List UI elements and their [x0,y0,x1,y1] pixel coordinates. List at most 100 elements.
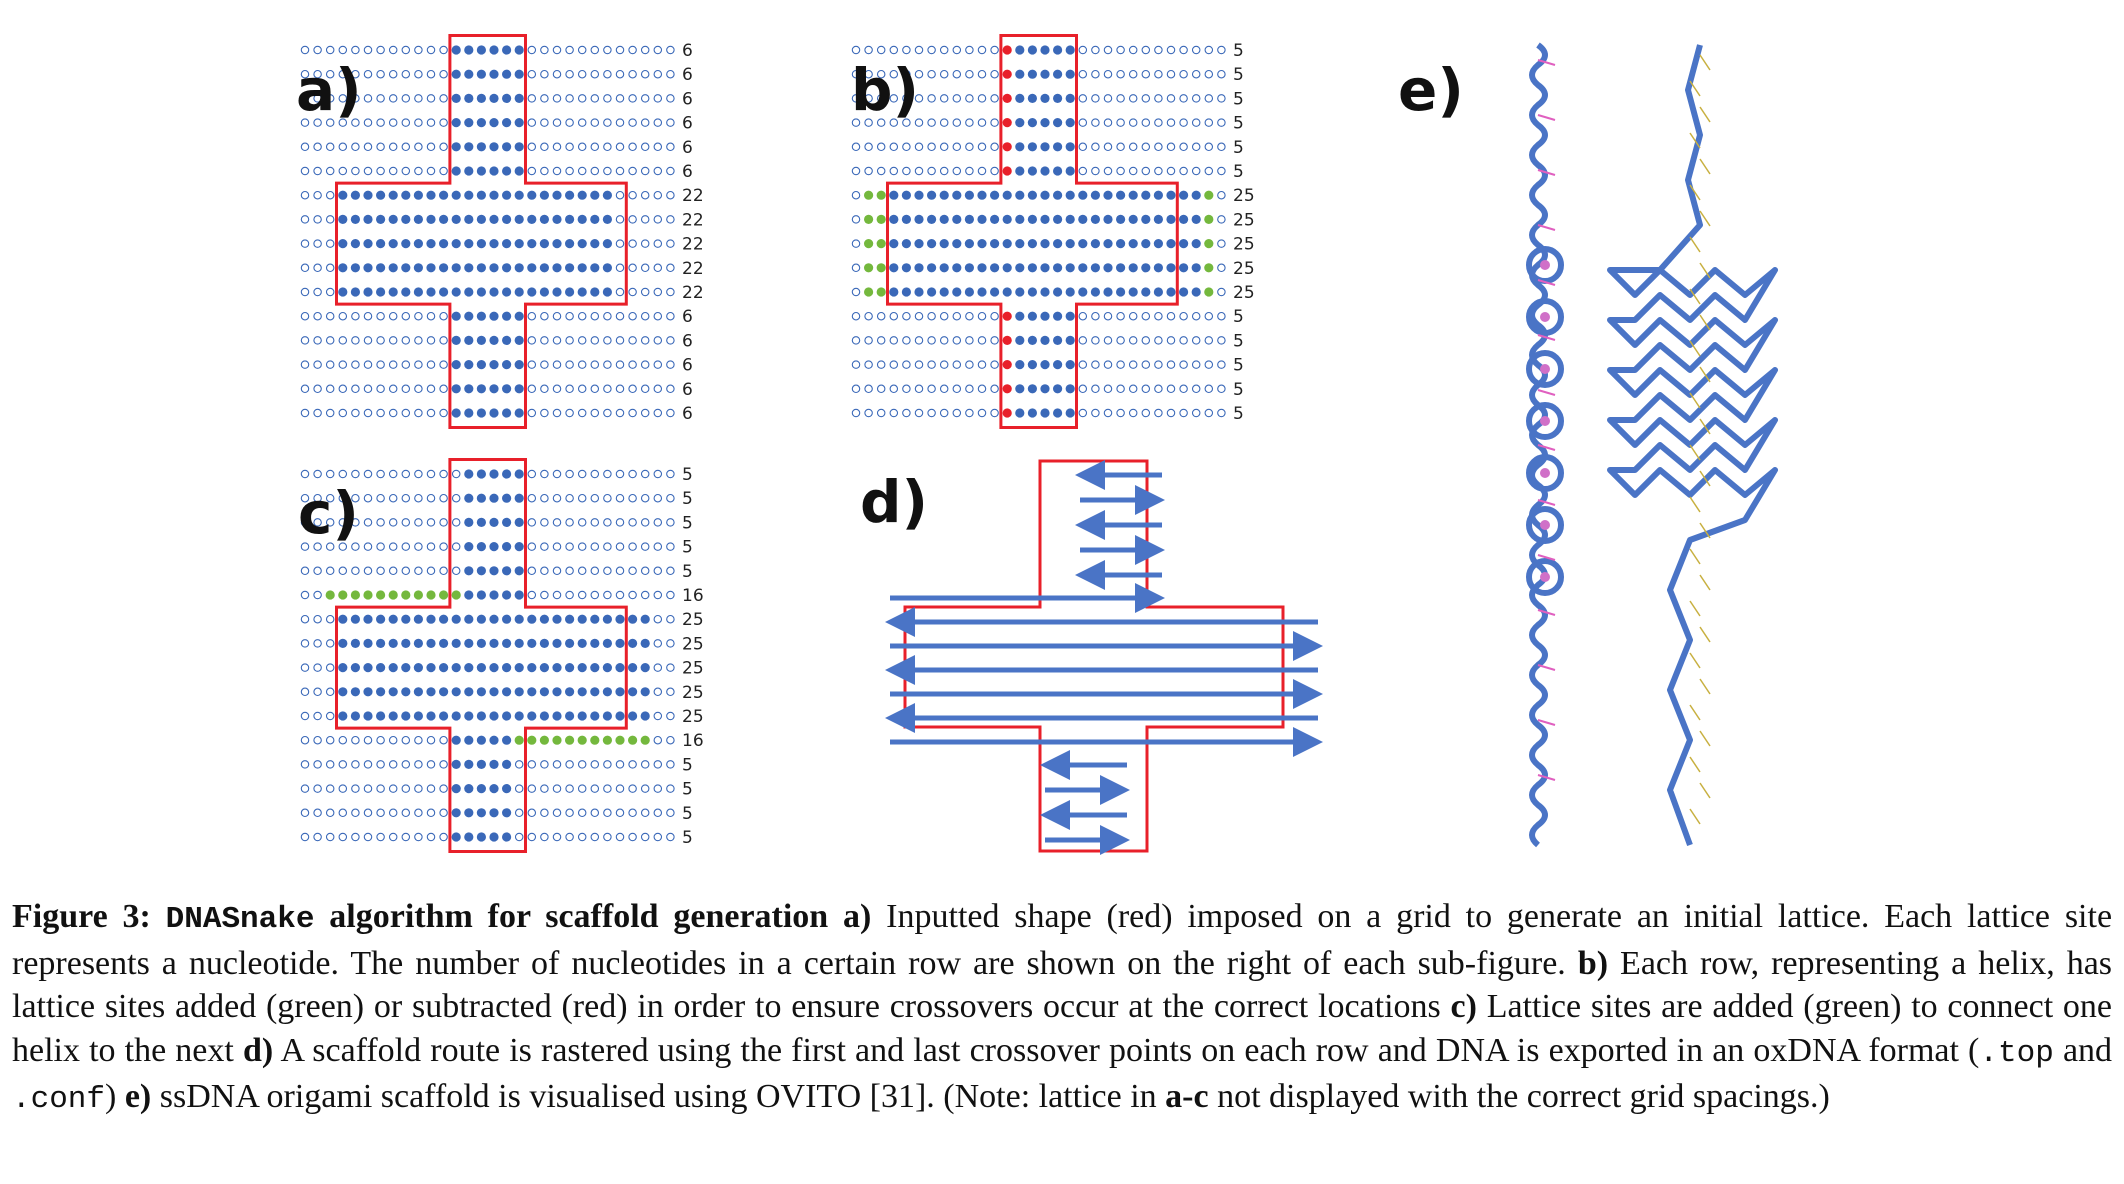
lattice-site-empty [1128,311,1138,321]
row-count: 5 [682,465,693,485]
lattice-site-empty [1078,45,1088,55]
lattice-site-filled [363,190,373,200]
lattice-site-added [876,263,886,273]
lattice-site-filled [464,69,474,79]
lattice-site-empty [1091,118,1100,127]
lattice-site-empty [1116,336,1125,345]
lattice-site-empty [540,142,549,152]
row-count: 6 [682,380,693,400]
lattice-site-empty [388,735,398,745]
lattice-site-empty [666,590,675,600]
lattice-site-empty [666,614,675,624]
lattice-site-filled [401,711,411,721]
lattice-site-filled [476,45,486,55]
lattice-site-added [376,590,386,600]
lattice-site-filled [889,190,899,200]
lattice-site-empty [653,760,663,769]
lattice-site-empty [628,808,637,818]
lattice-site-filled [363,263,373,273]
lattice-site-empty [325,542,335,551]
caption-end-text: not displayed with the correct grid spac… [1217,1078,1830,1115]
lattice-site-filled [514,93,524,103]
row-count: 5 [682,780,693,800]
lattice-site-empty [313,639,322,648]
lattice-site-empty [889,142,899,152]
lattice-site-empty [527,311,537,321]
caption-b-label: b) [1577,944,1609,982]
lattice-site-empty [325,215,335,224]
lattice-site-empty [313,45,322,55]
lattice-site-empty [603,518,612,527]
lattice-site-empty [388,566,398,576]
lattice-site-empty [977,69,987,79]
lattice-site-filled [590,287,600,297]
lattice-site-added [1204,239,1214,249]
lattice-site-empty [565,360,574,369]
lattice-site-empty [300,94,310,103]
lattice-site-empty [1078,142,1088,152]
lattice-site-empty [876,408,886,418]
lattice-site-filled [502,735,512,745]
lattice-site-empty [864,360,873,369]
lattice-site-empty [653,384,663,394]
lattice-site-empty [615,287,625,297]
lattice-site-filled [1053,142,1063,152]
lattice-site-removed [1002,142,1012,152]
lattice-site-empty [552,360,562,369]
lattice-site-empty [565,832,574,842]
panel-e-label: e) [1398,56,1464,124]
lattice-site-empty [965,69,974,79]
lattice-site-empty [640,45,650,55]
lattice-site-empty [590,166,600,176]
lattice-site-filled [552,190,562,200]
lattice-site-empty [902,384,911,394]
lattice-site-filled [1191,214,1201,224]
lattice-site-empty [615,784,625,793]
lattice-site-empty [864,94,873,103]
lattice-site-empty [376,566,385,576]
lattice-site-empty [927,69,936,79]
lattice-site-filled [514,493,524,503]
row-count: 5 [682,804,693,824]
lattice-site-empty [527,493,537,503]
lattice-site-empty [1078,166,1088,176]
lattice-site-filled [338,214,348,224]
lattice-site-empty [300,566,310,576]
lattice-site-empty [1217,239,1226,248]
lattice-site-filled [1179,190,1189,200]
row-count: 25 [1233,186,1255,206]
row-count: 6 [682,89,693,109]
lattice-site-removed [1002,45,1012,55]
lattice-site-empty [1166,69,1176,79]
lattice-site-filled [1040,166,1050,176]
lattice-site-empty [653,518,663,527]
lattice-site-filled [914,287,924,297]
lattice-site-filled [1179,239,1189,249]
lattice-site-filled [1053,360,1063,370]
lattice-site-filled [1015,408,1025,418]
lattice-site-filled [476,166,486,176]
lattice-site-filled [464,711,474,721]
lattice-site-empty [300,118,310,127]
lattice-site-empty [540,784,549,793]
lattice-site-filled [464,384,474,394]
lattice-site-filled [451,142,461,152]
lattice-site-filled [952,239,962,249]
lattice-site-empty [603,590,612,600]
lattice-site-empty [653,239,663,248]
base-tick [1689,704,1701,721]
panel-e-ovito-render [1526,42,1778,848]
row-count: 22 [682,186,704,206]
lattice-site-filled [1191,239,1201,249]
lattice-site-empty [851,287,861,297]
lattice-site-empty [363,493,373,503]
lattice-site-empty [914,142,924,152]
lattice-site-filled [464,687,474,697]
lattice-site-filled [1027,69,1037,79]
lattice-site-empty [640,469,650,479]
lattice-site-empty [426,94,436,103]
lattice-site-empty [414,469,423,479]
lattice-site-empty [590,832,600,842]
lattice-site-empty [640,239,650,248]
lattice-site-empty [527,469,537,479]
